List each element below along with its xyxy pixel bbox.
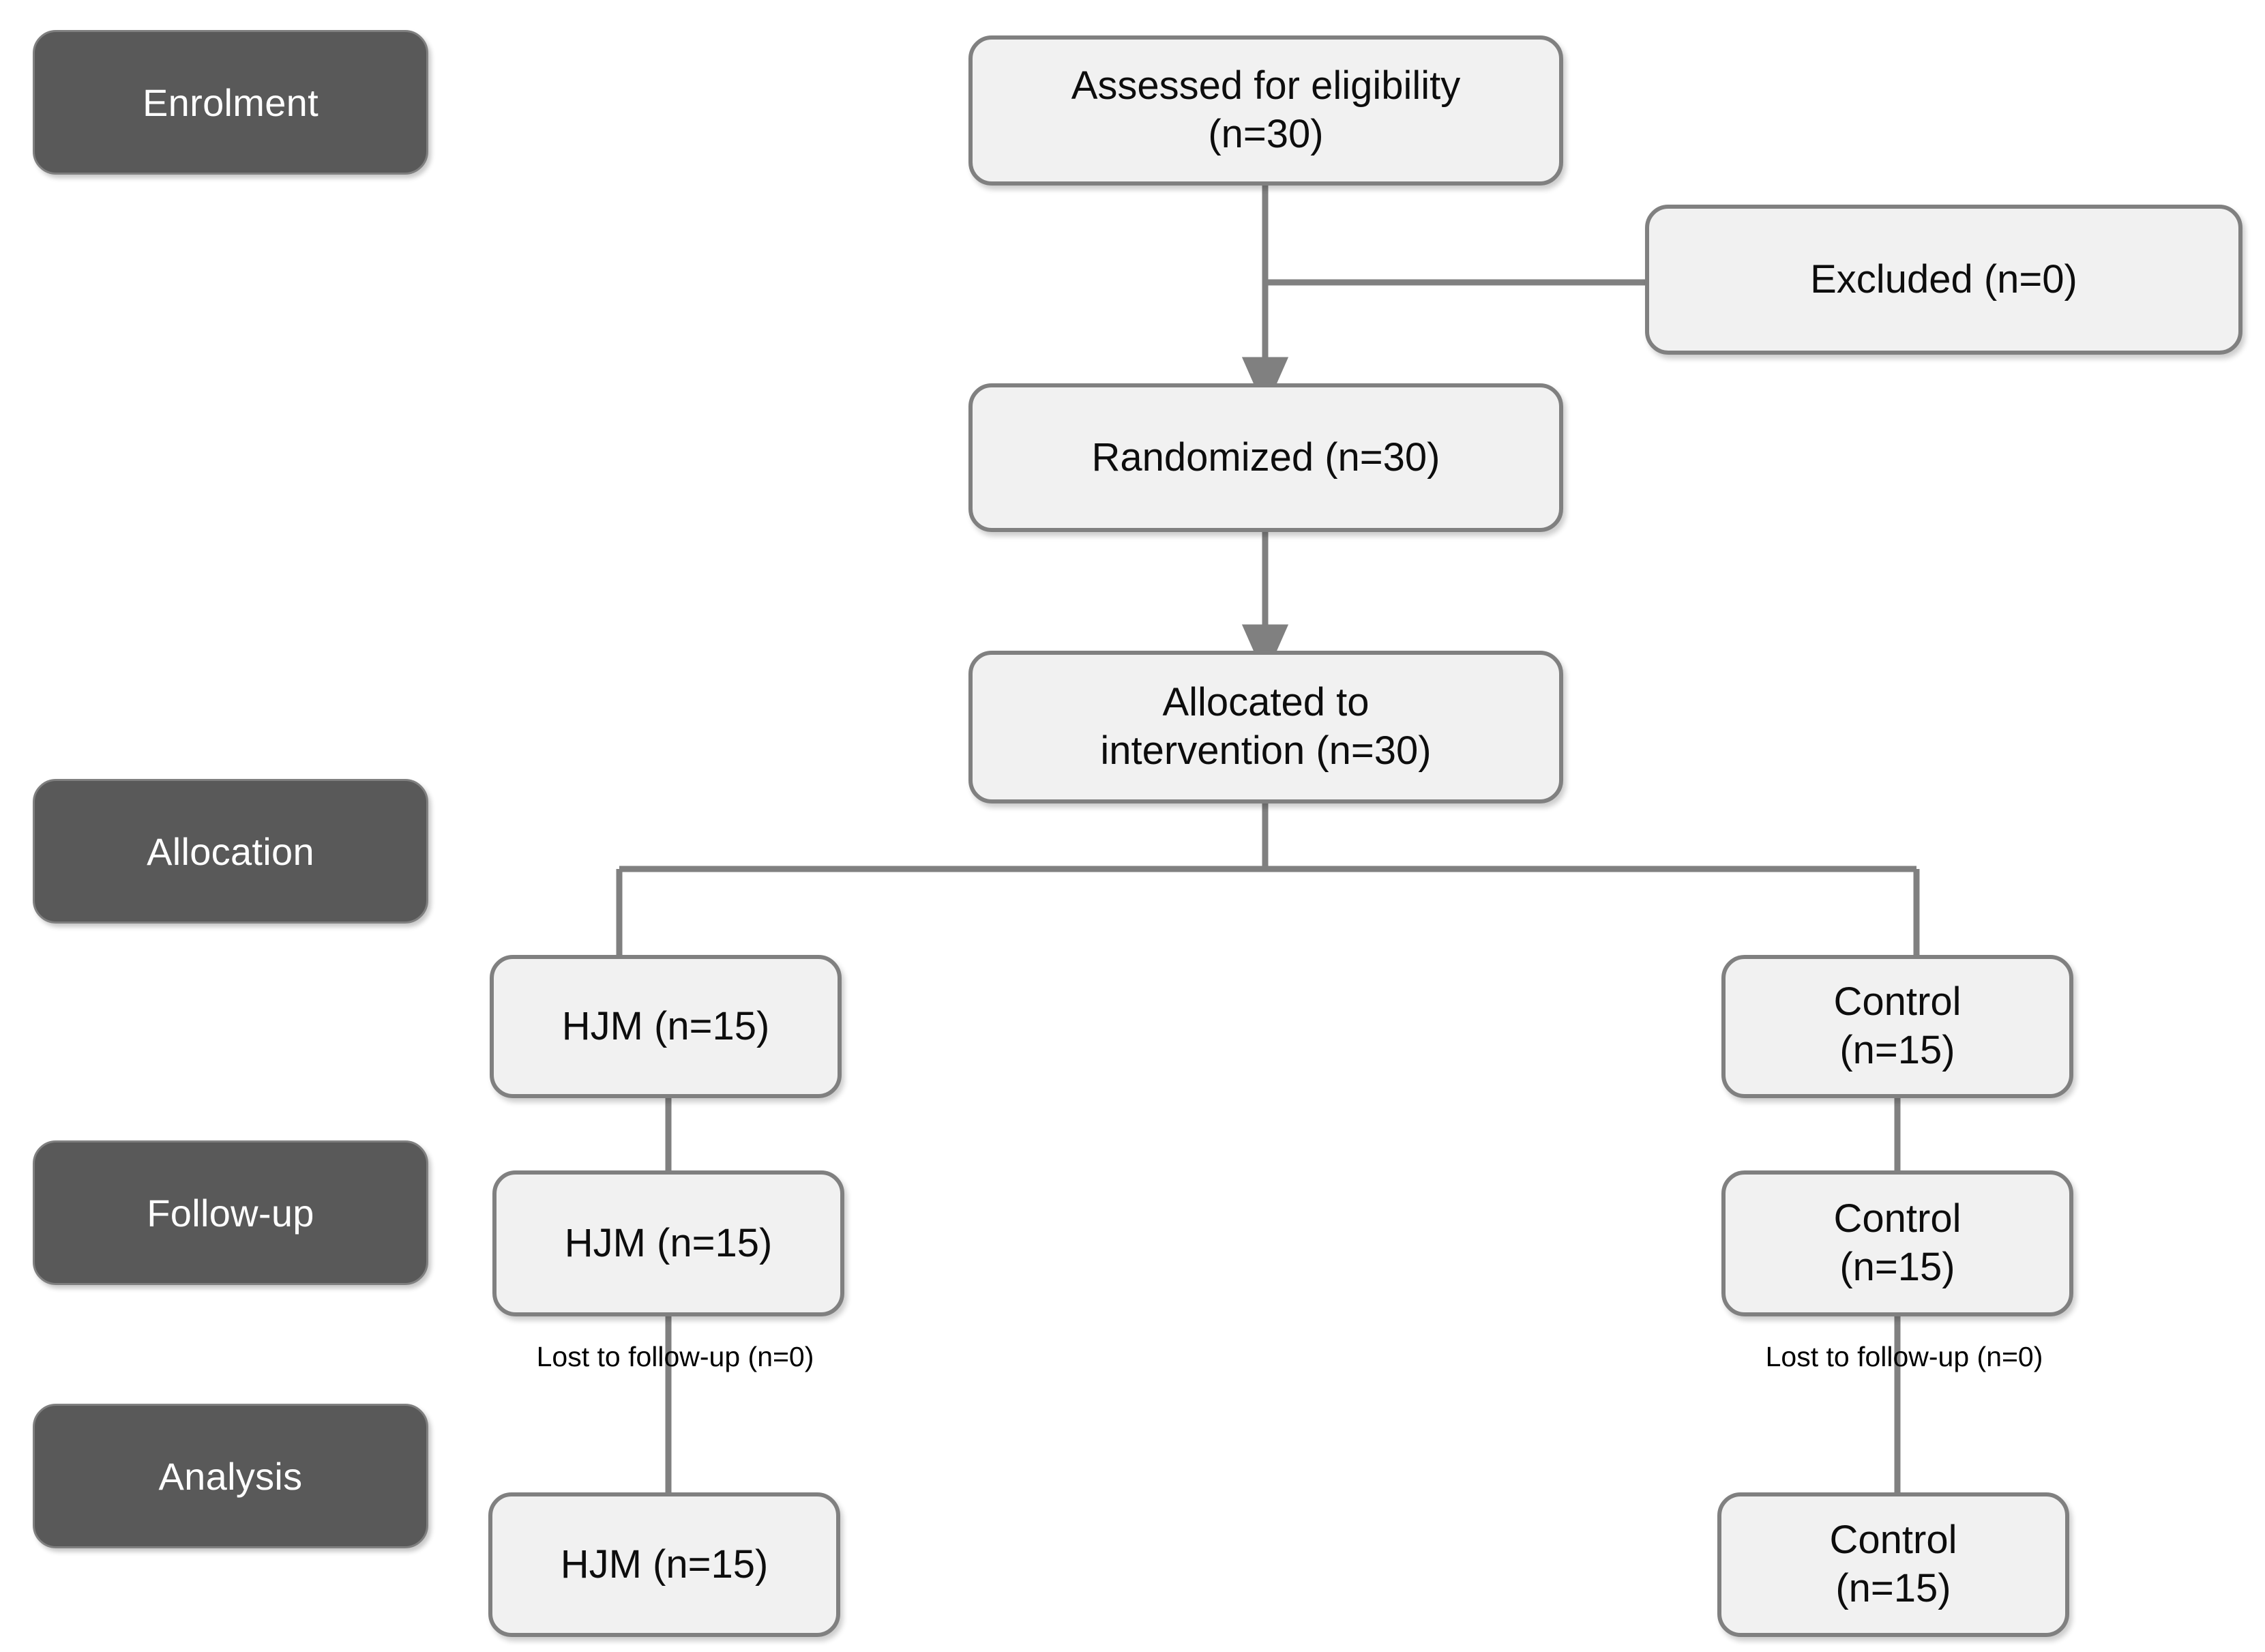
stage-label-allocation: Allocation	[33, 779, 428, 924]
node-label: Control (n=15)	[1833, 1196, 1961, 1289]
node-allocated-to-intervention: Allocated to intervention (n=30)	[968, 651, 1563, 803]
node-label: Control (n=15)	[1829, 1518, 1957, 1610]
note-lost-to-follow-up-hjm: Lost to follow-up (n=0)	[536, 1341, 814, 1372]
node-hjm-follow-up: HJM (n=15)	[492, 1170, 844, 1316]
node-hjm-analysis: HJM (n=15)	[488, 1492, 840, 1637]
node-label: Randomized (n=30)	[1091, 434, 1440, 480]
node-label: Assessed for eligibility (n=30)	[1071, 63, 1461, 156]
node-control-follow-up: Control (n=15)	[1721, 1170, 2073, 1316]
note-lost-to-follow-up-control: Lost to follow-up (n=0)	[1765, 1341, 2043, 1372]
node-label: Allocated to intervention (n=30)	[1100, 680, 1432, 773]
node-excluded: Excluded (n=0)	[1645, 205, 2242, 355]
node-label: Control (n=15)	[1833, 979, 1961, 1072]
node-randomized: Randomized (n=30)	[968, 383, 1563, 532]
node-hjm-allocation: HJM (n=15)	[490, 955, 842, 1098]
stage-label-text: Analysis	[158, 1454, 303, 1498]
stage-label-analysis: Analysis	[33, 1404, 428, 1548]
node-label: HJM (n=15)	[561, 1003, 770, 1048]
node-control-allocation: Control (n=15)	[1721, 955, 2073, 1098]
stage-label-enrolment: Enrolment	[33, 30, 428, 175]
stage-label-text: Allocation	[147, 829, 314, 873]
stage-label-text: Follow-up	[147, 1191, 314, 1235]
node-label: HJM (n=15)	[564, 1220, 773, 1265]
node-label: Excluded (n=0)	[1810, 256, 2077, 301]
node-assessed-for-eligibility: Assessed for eligibility (n=30)	[968, 35, 1563, 186]
stage-label-text: Enrolment	[143, 80, 319, 124]
stage-label-follow-up: Follow-up	[33, 1140, 428, 1285]
node-control-analysis: Control (n=15)	[1717, 1492, 2069, 1637]
node-label: HJM (n=15)	[560, 1542, 769, 1587]
